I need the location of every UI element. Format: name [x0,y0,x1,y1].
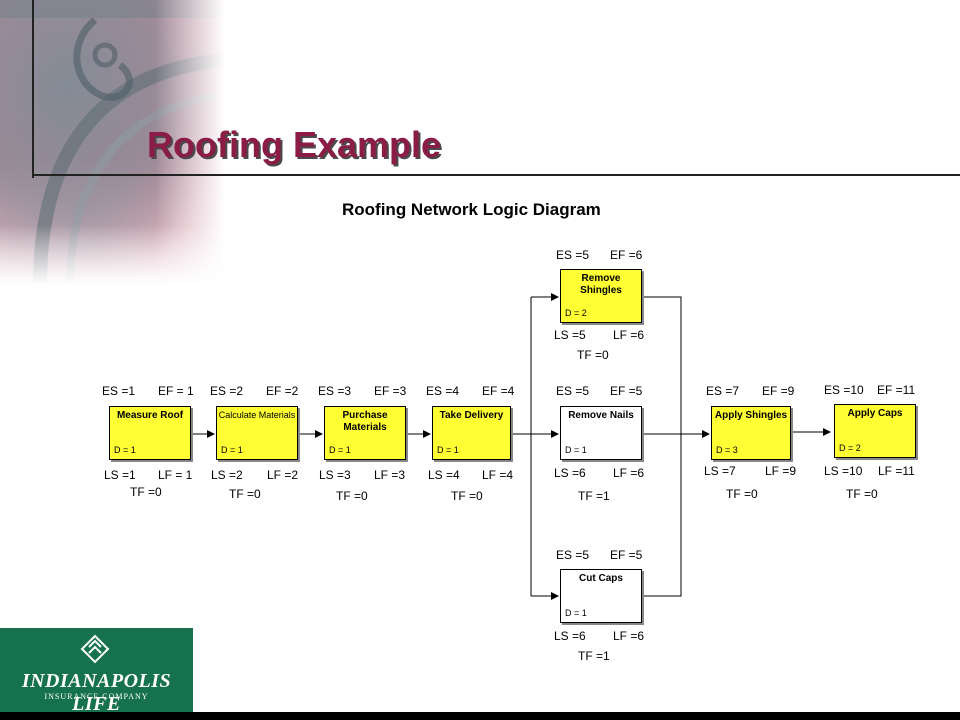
footer-bar [0,712,960,720]
tf-label: TF =0 [846,487,878,501]
task-duration: D = 1 [329,445,351,455]
task-box-apply-shingles: Apply Shingles D = 3 [711,406,791,460]
ef-label: EF =11 [877,383,916,397]
task-name: Take Delivery [439,410,504,421]
task-name: Calculate Materials [218,410,296,420]
es-label: ES =1 [102,384,136,398]
task-duration: D = 1 [565,445,587,455]
header-horizontal-rule [32,174,960,176]
ls-label: LS =6 [554,466,586,480]
task-box-remove-shingles: Remove Shingles D = 2 [560,269,642,323]
es-label: ES =5 [556,548,590,562]
tf-label: TF =0 [336,489,368,503]
ef-label: EF =4 [482,384,515,398]
task-box-cut-caps: Cut Caps D = 1 [560,569,642,623]
ef-label: EF =9 [762,384,795,398]
diagram-title: Roofing Network Logic Diagram [342,200,601,219]
ls-label: LS =3 [319,468,351,482]
header-artwork [0,0,225,285]
es-label: ES =2 [210,384,244,398]
task-name: Remove Nails [568,410,634,421]
tf-label: TF =0 [130,485,162,499]
task-name: Measure Roof [116,410,184,421]
tf-label: TF =0 [451,489,483,503]
ef-label: EF =6 [610,248,643,262]
task-name: Apply Shingles [714,410,788,421]
lf-label: LF =3 [374,468,406,482]
task-name: Apply Caps [847,408,903,419]
task-duration: D = 3 [716,445,738,455]
tf-label: TF =0 [577,348,609,362]
logo-subtitle: INSURANCE COMPANY [44,692,149,701]
header-vertical-rule [32,0,34,178]
task-box-measure-roof: Measure Roof D = 1 [109,406,191,460]
task-duration: D = 1 [221,445,243,455]
es-label: ES =3 [318,384,352,398]
ef-label: EF = 1 [158,384,194,398]
tf-label: TF =1 [578,649,610,663]
ef-label: EF =2 [266,384,299,398]
task-box-take-delivery: Take Delivery D = 1 [432,406,511,460]
lf-label: LF =4 [482,468,514,482]
tf-label: TF =0 [726,487,758,501]
task-box-purchase-materials: Purchase Materials D = 1 [324,406,406,460]
task-box-calculate-materials: Calculate Materials D = 1 [216,406,298,460]
ef-label: EF =5 [610,548,643,562]
es-label: ES =5 [556,248,590,262]
ls-label: LS =4 [428,468,460,482]
tf-label: TF =0 [229,487,261,501]
artwork-fade-bottom [0,225,225,285]
task-duration: D = 2 [839,443,861,453]
task-name: Cut Caps [579,573,623,584]
task-duration: D = 2 [565,308,587,318]
logo-brand-name: INDIANAPOLIS LIFE [21,670,172,715]
lf-label: LF = 1 [158,468,193,482]
ls-label: LS =5 [554,328,586,342]
task-duration: D = 1 [565,608,587,618]
es-label: ES =4 [426,384,460,398]
ls-label: LS =2 [211,468,243,482]
ls-label: LS =10 [824,464,863,478]
ef-label: EF =3 [374,384,407,398]
lf-label: LF =9 [765,464,797,478]
ef-label: EF =5 [610,384,643,398]
task-duration: D = 1 [437,445,459,455]
task-name: Remove Shingles [580,273,622,296]
lf-label: LF =6 [613,328,645,342]
slide-title: Roofing Example [147,124,442,165]
es-label: ES =10 [824,383,864,397]
diamond-logo-icon [80,634,110,664]
lf-label: LF =2 [267,468,299,482]
task-duration: D = 1 [114,445,136,455]
task-box-apply-caps: Apply Caps D = 2 [834,404,916,458]
arrow-merge-spine [642,296,682,597]
lf-label: LF =6 [613,629,645,643]
es-label: ES =7 [706,384,740,398]
tf-label: TF =1 [578,489,610,503]
lf-label: LF =6 [613,466,645,480]
ls-label: LS =6 [554,629,586,643]
lf-label: LF =11 [878,464,915,478]
ls-label: LS =1 [104,468,136,482]
task-name: Purchase Materials [342,410,388,433]
es-label: ES =5 [556,384,590,398]
company-logo: INDIANAPOLIS LIFE INSURANCE COMPANY [0,628,193,715]
ls-label: LS =7 [704,464,736,478]
task-box-remove-nails: Remove Nails D = 1 [560,406,642,460]
